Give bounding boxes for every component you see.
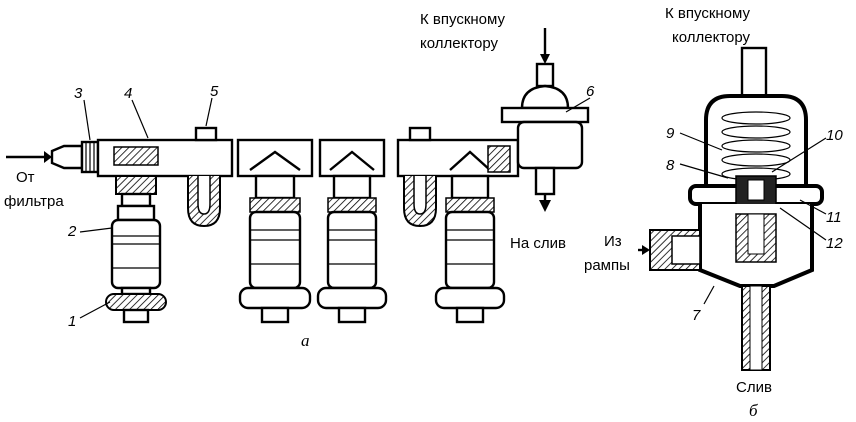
callout-12: 12 bbox=[826, 235, 843, 252]
pressure-regulator-small bbox=[500, 28, 590, 212]
label-intake-a-2: коллектору bbox=[420, 35, 499, 52]
callout-5: 5 bbox=[210, 83, 219, 100]
label-from-rail-2: рампы bbox=[584, 257, 630, 274]
rail-segment-4 bbox=[396, 126, 520, 324]
caption-a: а bbox=[301, 331, 310, 350]
callout-7: 7 bbox=[692, 307, 701, 324]
figure-a-fuel-rail bbox=[6, 28, 591, 324]
callout-6: 6 bbox=[586, 83, 595, 100]
label-from-filter-2: фильтра bbox=[4, 193, 64, 210]
label-from-rail-1: Из bbox=[604, 233, 622, 250]
label-drain: Слив bbox=[736, 379, 772, 396]
callout-11: 11 bbox=[826, 209, 842, 226]
callout-10: 10 bbox=[826, 127, 843, 144]
label-intake-a-1: К впускному bbox=[420, 11, 505, 28]
label-intake-b-1: К впускному bbox=[665, 5, 750, 22]
callout-4: 4 bbox=[124, 85, 132, 102]
rail-segment-2 bbox=[236, 138, 314, 324]
figure-b-regulator-section bbox=[638, 46, 827, 371]
label-intake-b-2: коллектору bbox=[672, 29, 751, 46]
callout-2: 2 bbox=[67, 223, 77, 240]
callout-1: 1 bbox=[68, 313, 76, 330]
callout-8: 8 bbox=[666, 157, 675, 174]
label-from-filter-1: От bbox=[16, 169, 35, 186]
rail-segment-3 bbox=[316, 138, 388, 324]
injector-1 bbox=[105, 175, 167, 324]
callout-3: 3 bbox=[74, 85, 83, 102]
label-to-drain: На слив bbox=[510, 235, 566, 252]
caption-b: б bbox=[749, 401, 758, 420]
callout-9: 9 bbox=[666, 125, 675, 142]
